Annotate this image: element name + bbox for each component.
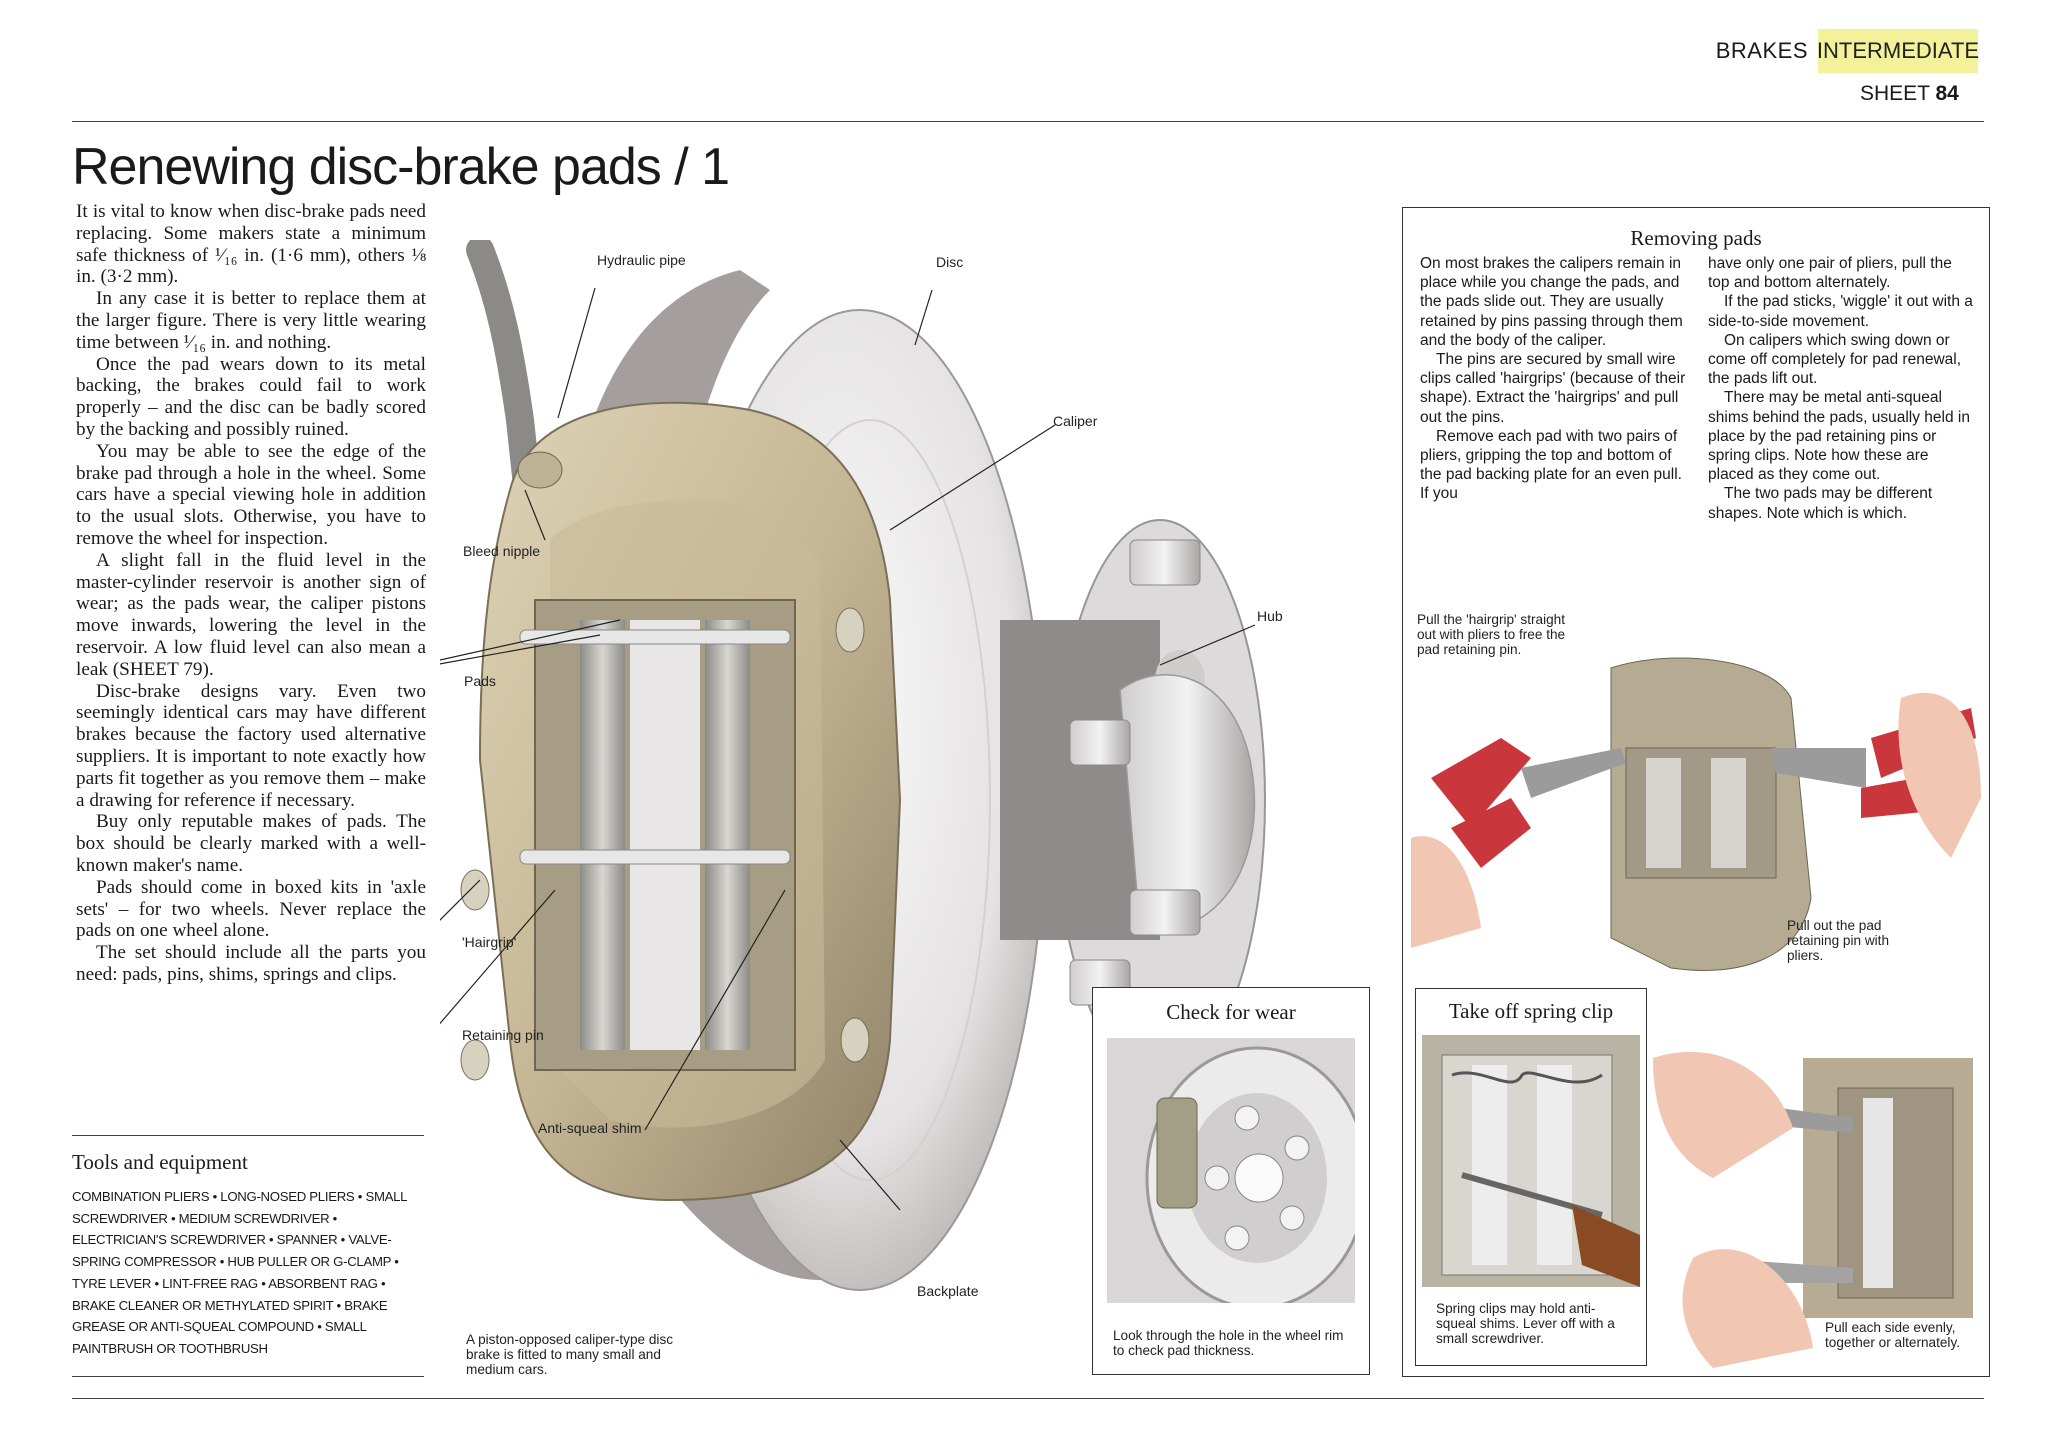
pull-evenly-illustration bbox=[1653, 1051, 1973, 1368]
removing-pads-panel: Removing pads On most brakes the caliper… bbox=[1402, 207, 1990, 1377]
footer-divider bbox=[72, 1398, 1984, 1399]
intro-paragraph: Once the pad wears down to its metal bac… bbox=[76, 353, 426, 440]
label-hub: Hub bbox=[1257, 608, 1283, 624]
removing-pads-paragraph: If the pad sticks, 'wiggle' it out with … bbox=[1708, 293, 1973, 330]
intro-text: It is vital to know when disc-brake pads… bbox=[76, 201, 426, 986]
step-pull-hairgrip-caption: Pull the 'hairgrip' straight out with pl… bbox=[1417, 612, 1566, 657]
pull-evenly-caption: Pull each side evenly, together or alter… bbox=[1825, 1320, 1961, 1350]
tools-divider-bottom bbox=[72, 1376, 424, 1377]
section-label: BRAKES bbox=[1715, 38, 1808, 63]
label-bleed-nipple: Bleed nipple bbox=[463, 543, 541, 559]
main-diagram-caption: A piston-opposed caliper-type disc brake… bbox=[466, 1332, 674, 1377]
label-backplate: Backplate bbox=[917, 1283, 979, 1299]
label-caliper: Caliper bbox=[1053, 413, 1098, 429]
label-hairgrip: 'Hairgrip' bbox=[462, 934, 517, 950]
difficulty-badge: INTERMEDIATE bbox=[1817, 29, 1979, 73]
intro-paragraph: In any case it is better to replace them… bbox=[76, 288, 426, 353]
removing-pads-paragraph: have only one pair of pliers, pull the t… bbox=[1708, 255, 1952, 292]
page-title-suffix: / 1 bbox=[674, 138, 730, 196]
intro-paragraph: Disc-brake designs vary. Even two seemin… bbox=[76, 680, 426, 811]
intro-paragraph: The set should include all the parts you… bbox=[76, 942, 426, 985]
spring-clip-title: Take off spring clip bbox=[1448, 999, 1614, 1023]
removing-pads-column-2: have only one pair of pliers, pull the t… bbox=[1708, 254, 1976, 523]
check-for-wear-caption: Look through the hole in the wheel rim t… bbox=[1113, 1328, 1344, 1358]
check-for-wear-title: Check for wear bbox=[1166, 1000, 1296, 1024]
intro-paragraph: A slight fall in the fluid level in the … bbox=[76, 549, 426, 680]
sheet-label: SHEET bbox=[1860, 82, 1930, 105]
spring-clip-caption: Spring clips may hold anti-squeal shims.… bbox=[1436, 1301, 1615, 1346]
header-divider bbox=[72, 121, 1984, 122]
sheet-number: SHEET 84 bbox=[1860, 82, 1959, 106]
intro-paragraph: Buy only reputable makes of pads. The bo… bbox=[76, 811, 426, 876]
removing-pads-paragraph: The two pads may be different shapes. No… bbox=[1708, 485, 1933, 522]
removing-pads-column-1: On most brakes the calipers remain in pl… bbox=[1420, 254, 1686, 504]
label-anti-squeal-shim: Anti-squeal shim bbox=[538, 1120, 642, 1136]
label-disc: Disc bbox=[936, 254, 964, 270]
tools-list: COMBINATION PLIERS • LONG-NOSED PLIERS •… bbox=[72, 1189, 407, 1356]
page-title: Renewing disc-brake pads / 1 bbox=[72, 137, 730, 197]
label-hydraulic-pipe: Hydraulic pipe bbox=[597, 252, 686, 268]
removing-pads-paragraph: There may be metal anti-squeal shims beh… bbox=[1708, 389, 1970, 484]
intro-paragraph: You may be able to see the edge of the b… bbox=[76, 440, 426, 549]
removing-pads-paragraph: Remove each pad with two pairs of pliers… bbox=[1420, 427, 1682, 503]
pliers-pull-pin-illustration bbox=[1411, 657, 1981, 971]
intro-paragraph: Pads should come in boxed kits in 'axle … bbox=[76, 876, 426, 942]
label-pads: Pads bbox=[464, 673, 496, 689]
page-title-main: Renewing disc-brake pads bbox=[72, 138, 662, 196]
step-pull-pin-caption: Pull out the pad retaining pin with plie… bbox=[1787, 918, 1890, 963]
removing-pads-paragraph: On calipers which swing down or come off… bbox=[1708, 331, 1962, 388]
removing-pads-paragraph: On most brakes the calipers remain in pl… bbox=[1420, 255, 1683, 349]
spring-clip-illustration bbox=[1422, 1035, 1640, 1287]
tools-heading: Tools and equipment bbox=[72, 1150, 248, 1174]
intro-paragraph: It is vital to know when disc-brake pads… bbox=[76, 201, 426, 288]
removing-pads-title: Removing pads bbox=[1630, 226, 1762, 250]
sheet-value: 84 bbox=[1935, 82, 1959, 105]
spring-clip-panel: Take off spring clip Spring clips may ho… bbox=[1415, 988, 1647, 1366]
tools-divider-top bbox=[72, 1135, 424, 1136]
wheel-rim-illustration bbox=[1107, 1038, 1355, 1303]
check-for-wear-panel: Check for wear Look through the hole in … bbox=[1092, 987, 1370, 1375]
label-retaining-pin: Retaining pin bbox=[462, 1027, 544, 1043]
removing-pads-paragraph: The pins are secured by small wire clips… bbox=[1420, 351, 1686, 426]
